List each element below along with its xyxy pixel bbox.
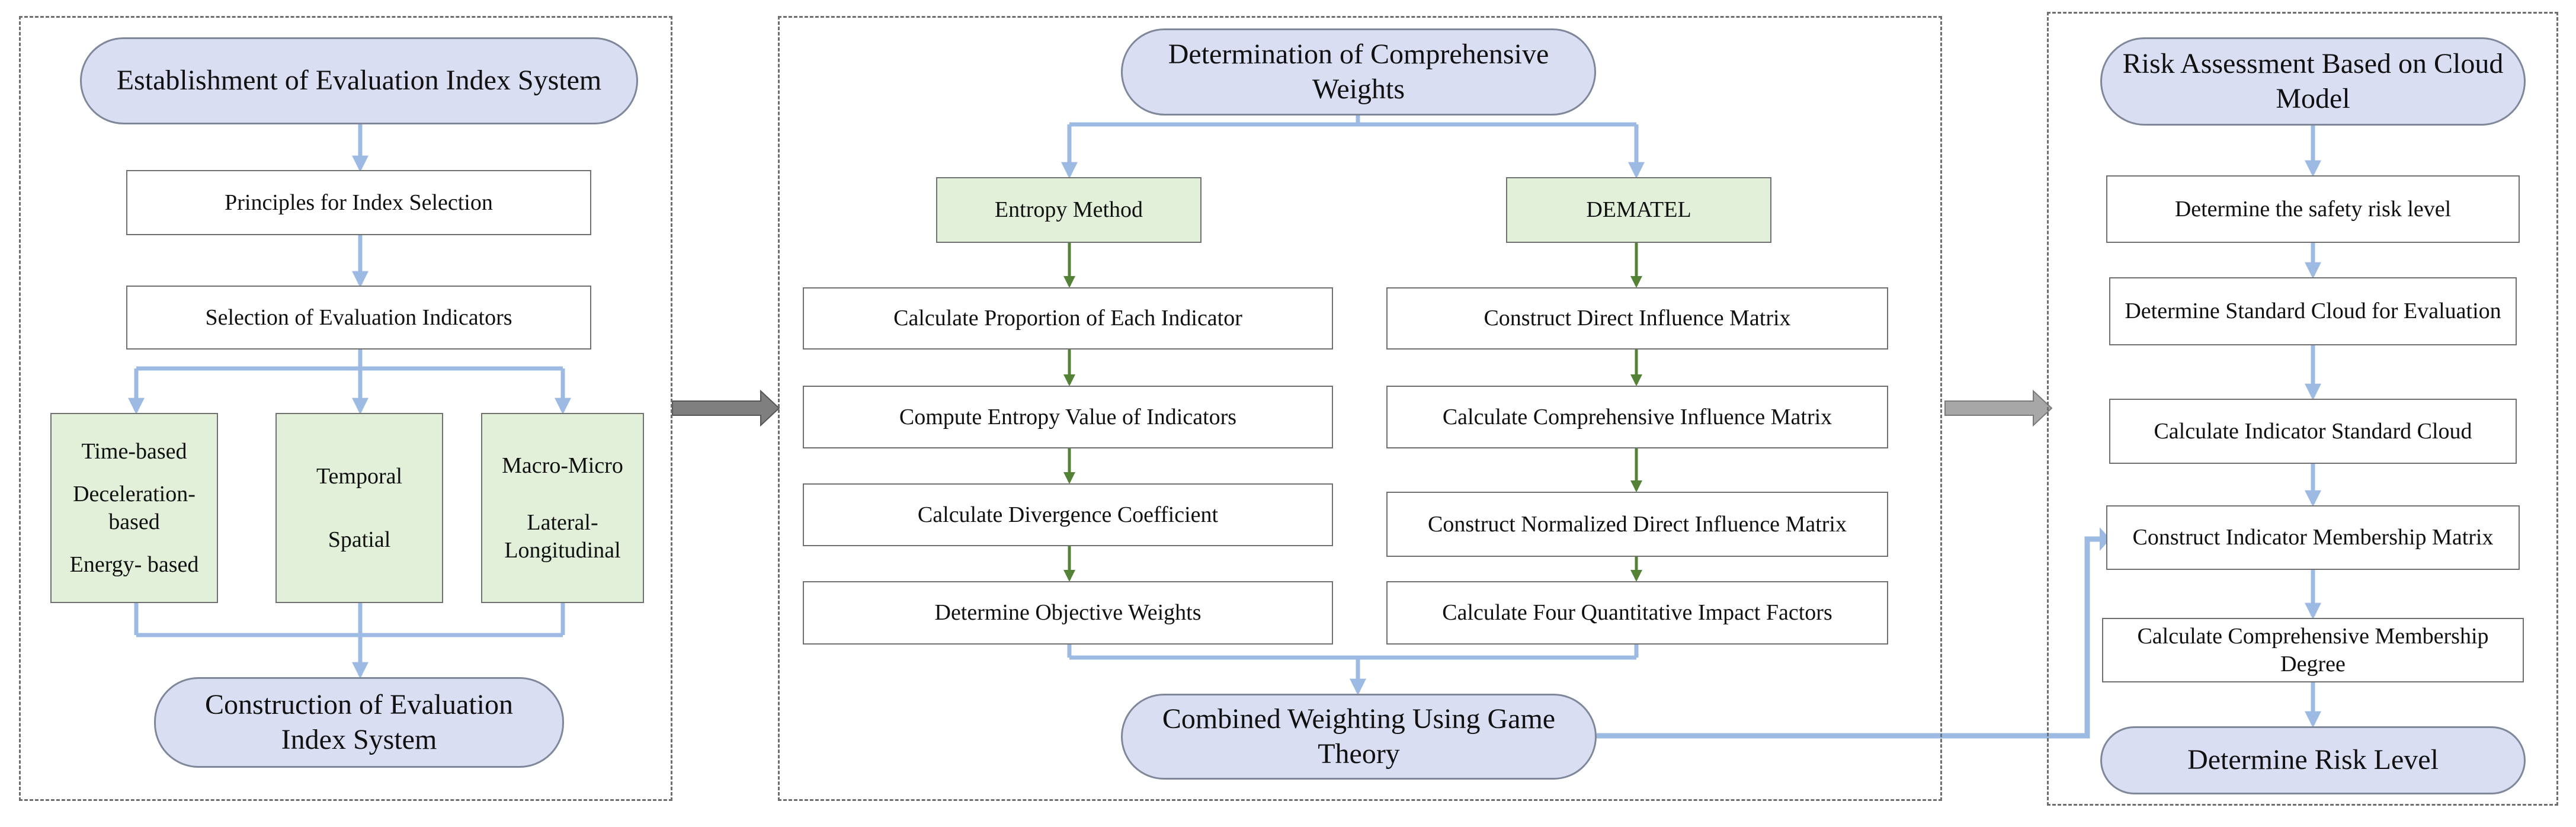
arrow-middle-to-right [1944, 389, 2053, 427]
risk-step-3: Calculate Indicator Standard Cloud [2109, 399, 2517, 464]
dematel-header: DEMATEL [1506, 177, 1771, 243]
category-1-line-2: Deceleration-based [73, 482, 196, 534]
dematel-step-1: Construct Direct Influence Matrix [1386, 287, 1888, 350]
left-panel-arrows [128, 124, 571, 679]
principles-box: Principles for Index Selection [126, 170, 591, 235]
risk-step-5: Calculate Comprehensive Membership Degre… [2102, 618, 2524, 682]
category-2-line-2: Spatial [328, 527, 391, 552]
establishment-pill: Establishment of Evaluation Index System [80, 37, 638, 124]
dematel-step-4: Calculate Four Quantitative Impact Facto… [1386, 581, 1888, 645]
entropy-step-3: Calculate Divergence Coefficient [803, 483, 1333, 546]
category-1-line-3: Energy- based [69, 552, 199, 577]
middle-panel [778, 16, 1942, 801]
middle-panel-blue-arrows [1061, 116, 1645, 695]
determine-risk-level-pill: Determine Risk Level [2100, 726, 2526, 794]
risk-step-1: Determine the safety risk level [2106, 175, 2520, 243]
category-macro-lateral-box: Macro-Micro Lateral-Longitudinal [481, 413, 644, 603]
middle-panel-green-arrows [1063, 243, 1642, 582]
category-2-line-1: Temporal [316, 464, 403, 489]
category-1-line-1: Time-based [81, 438, 187, 464]
dematel-step-3: Construct Normalized Direct Influence Ma… [1386, 492, 1888, 557]
entropy-step-1: Calculate Proportion of Each Indicator [803, 287, 1333, 350]
arrow-combined-to-membership [1597, 536, 2102, 739]
right-panel [2047, 12, 2558, 806]
risk-step-4: Construct Indicator Membership Matrix [2106, 505, 2520, 570]
category-time-energy-box: Time-based Deceleration-based Energy- ba… [50, 413, 218, 603]
left-panel [19, 16, 672, 801]
entropy-step-2: Compute Entropy Value of Indicators [803, 386, 1333, 448]
category-3-line-2: Lateral-Longitudinal [504, 510, 621, 563]
entropy-method-header: Entropy Method [936, 177, 1202, 243]
risk-assessment-pill: Risk Assessment Based on Cloud Model [2100, 37, 2526, 126]
category-temporal-spatial-box: Temporal Spatial [275, 413, 443, 603]
category-3-line-1: Macro-Micro [502, 453, 623, 478]
entropy-step-4: Determine Objective Weights [803, 581, 1333, 645]
selection-box: Selection of Evaluation Indicators [126, 286, 591, 350]
dematel-step-2: Calculate Comprehensive Influence Matrix [1386, 386, 1888, 448]
risk-step-2: Determine Standard Cloud for Evaluation [2109, 277, 2517, 345]
comprehensive-weights-pill: Determination of Comprehensive Weights [1121, 28, 1596, 116]
construction-pill: Construction of Evaluation Index System [154, 677, 564, 768]
arrow-left-to-middle [672, 389, 780, 427]
combined-weighting-pill: Combined Weighting Using Game Theory [1121, 694, 1597, 780]
